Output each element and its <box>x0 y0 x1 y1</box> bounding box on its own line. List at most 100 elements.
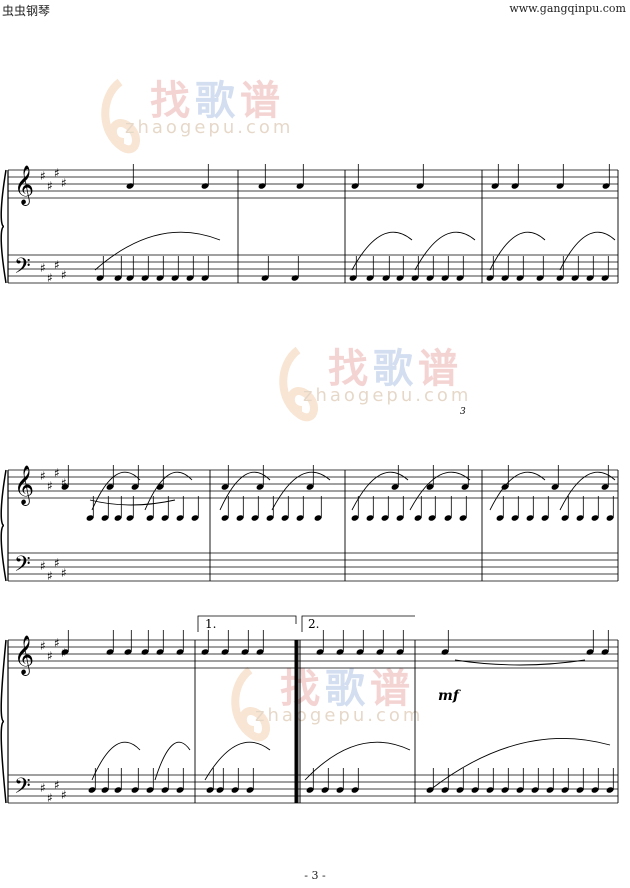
notehead <box>161 787 169 793</box>
notehead <box>461 484 469 490</box>
watermark-logo-icon: 找 歌 谱 <box>101 78 280 154</box>
slur <box>271 471 331 511</box>
notehead <box>546 787 554 793</box>
volta-1-bracket <box>197 615 297 632</box>
slur <box>351 231 413 271</box>
header-site-url: www.gangqinpu.com <box>509 2 626 15</box>
notehead <box>576 787 584 793</box>
notehead <box>206 787 214 793</box>
notehead <box>176 787 184 793</box>
sharp-icon: ♯ <box>61 566 67 580</box>
notehead <box>571 275 579 281</box>
sharp-icon: ♯ <box>54 636 60 650</box>
notehead <box>216 787 224 793</box>
notehead <box>456 787 464 793</box>
notehead <box>221 484 229 490</box>
notehead <box>441 787 449 793</box>
notehead <box>101 787 109 793</box>
notehead <box>491 183 499 189</box>
notehead <box>101 515 109 521</box>
slur <box>489 231 546 271</box>
notehead <box>281 515 289 521</box>
svg-text:歌: 歌 <box>325 666 366 712</box>
notehead <box>291 275 299 281</box>
notehead <box>171 275 179 281</box>
bass-clef-icon: 𝄢 <box>14 552 31 582</box>
notehead <box>511 515 519 521</box>
notehead <box>256 649 264 655</box>
notehead <box>131 484 139 490</box>
notehead <box>556 183 564 189</box>
sharp-icon: ♯ <box>47 179 53 193</box>
notehead <box>591 787 599 793</box>
sharp-icon: ♯ <box>47 791 53 805</box>
notehead <box>351 787 359 793</box>
notehead <box>516 787 524 793</box>
notehead <box>221 515 229 521</box>
notehead <box>601 275 609 281</box>
notehead <box>221 649 229 655</box>
notehead <box>601 649 609 655</box>
sharp-icon: ♯ <box>40 169 46 183</box>
notehead <box>161 515 169 521</box>
notehead <box>251 515 259 521</box>
slur <box>489 471 546 511</box>
notehead <box>526 515 534 521</box>
watermark-text: zhaogepu.com <box>303 385 472 406</box>
notehead <box>561 515 569 521</box>
notehead <box>231 787 239 793</box>
notehead <box>602 183 610 189</box>
sharp-icon: ♯ <box>61 788 67 802</box>
score-systems: 𝄞𝄢♯♯♯♯♯♯♯♯𝄞𝄢♯♯♯♯♯♯♯♯𝄞𝄢♯♯♯♯♯♯♯♯ <box>0 164 619 805</box>
treble-clef-icon: 𝄞 <box>14 165 34 206</box>
slur <box>409 471 471 511</box>
notehead <box>414 515 422 521</box>
brace-icon <box>0 169 7 284</box>
notehead <box>351 515 359 521</box>
slur <box>559 471 616 511</box>
notehead <box>606 515 614 521</box>
notehead <box>246 787 254 793</box>
notehead <box>601 484 609 490</box>
header-site-name: 虫虫钢琴 <box>2 4 51 18</box>
watermark-logo-icon: 找 歌 谱 <box>279 346 458 422</box>
notehead <box>366 515 374 521</box>
svg-text:谱: 谱 <box>240 78 280 124</box>
notehead <box>241 649 249 655</box>
tie <box>454 659 586 666</box>
notehead <box>306 787 314 793</box>
notehead <box>191 515 199 521</box>
notehead <box>96 275 104 281</box>
svg-text:谱: 谱 <box>418 346 458 392</box>
slur <box>414 231 476 271</box>
brace-icon <box>0 639 7 804</box>
notehead <box>126 515 134 521</box>
notehead <box>86 515 94 521</box>
notehead <box>396 515 404 521</box>
notehead <box>156 649 164 655</box>
notehead <box>396 649 404 655</box>
svg-text:歌: 歌 <box>195 78 236 124</box>
notehead <box>441 649 449 655</box>
slur <box>304 741 411 781</box>
notehead <box>141 275 149 281</box>
notehead <box>426 484 434 490</box>
sharp-icon: ♯ <box>61 268 67 282</box>
notehead <box>114 275 122 281</box>
treble-clef-icon: 𝄞 <box>14 465 34 506</box>
notehead <box>471 787 479 793</box>
slur <box>94 231 221 271</box>
notehead <box>486 787 494 793</box>
volta-2-label: 2. <box>308 617 319 631</box>
notehead <box>391 484 399 490</box>
notehead <box>296 183 304 189</box>
triplet-marking: 3 <box>460 407 466 417</box>
notehead <box>306 484 314 490</box>
notehead <box>586 275 594 281</box>
treble-clef-icon: 𝄞 <box>14 635 34 676</box>
notehead <box>176 515 184 521</box>
notehead <box>126 183 134 189</box>
notehead <box>591 515 599 521</box>
notehead <box>336 787 344 793</box>
notehead <box>428 515 436 521</box>
